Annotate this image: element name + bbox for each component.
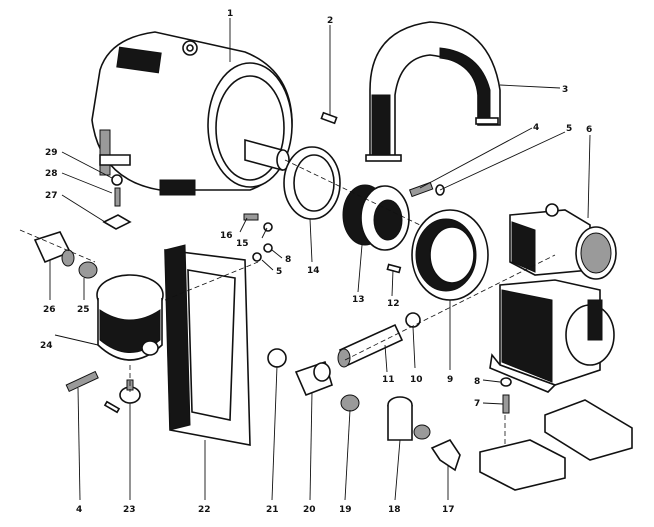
callout-17: 17 <box>442 505 455 515</box>
callout-8-lower: 8 <box>474 377 480 387</box>
callout-18: 18 <box>388 505 401 515</box>
bottom-bolt <box>65 370 99 393</box>
callout-3: 3 <box>562 85 568 95</box>
tee-fitting <box>294 360 333 397</box>
reducer <box>267 348 287 368</box>
callout-29: 29 <box>45 148 58 158</box>
callout-1: 1 <box>227 9 233 19</box>
key-pin <box>386 263 402 274</box>
callout-28: 28 <box>45 169 58 179</box>
pin <box>320 111 338 125</box>
callout-27: 27 <box>45 191 58 201</box>
lock-washer <box>263 222 273 232</box>
stud <box>114 187 121 207</box>
callout-20: 20 <box>303 505 316 515</box>
bolt <box>408 181 434 198</box>
pump-flange <box>411 209 489 301</box>
washer-small <box>252 252 262 262</box>
callout-13: 13 <box>352 295 365 305</box>
callout-25: 25 <box>77 305 90 315</box>
callout-4-upper: 4 <box>533 123 539 133</box>
callout-2: 2 <box>327 16 333 26</box>
nut-lower <box>500 377 512 387</box>
hex-nipple <box>340 394 360 412</box>
nipple <box>78 261 98 279</box>
o-ring <box>405 312 421 328</box>
callout-12: 12 <box>387 299 400 309</box>
nut <box>263 243 273 253</box>
screw <box>243 213 259 221</box>
callout-26: 26 <box>43 305 56 315</box>
callout-5-upper: 5 <box>566 124 572 134</box>
callout-10: 10 <box>410 375 423 385</box>
pump-body <box>489 203 617 393</box>
mounting-foot-right <box>544 399 633 461</box>
shaft-coupling <box>337 323 404 368</box>
callout-16: 16 <box>220 231 233 241</box>
support-frame <box>164 244 251 446</box>
callout-7: 7 <box>474 399 480 409</box>
callout-5-lower: 5 <box>276 267 282 277</box>
gasket <box>283 146 341 220</box>
callout-11: 11 <box>382 375 395 385</box>
alignment-line-shaft <box>344 254 556 361</box>
valve-body <box>387 396 431 441</box>
stud-lower <box>502 394 510 414</box>
callout-14: 14 <box>307 266 320 276</box>
mounting-foot-left <box>479 439 566 491</box>
callout-23: 23 <box>123 505 136 515</box>
callout-22: 22 <box>198 505 211 515</box>
elbow-fitting <box>33 231 75 267</box>
callout-15: 15 <box>236 239 249 249</box>
cap-nut <box>111 174 123 186</box>
callout-19: 19 <box>339 505 352 515</box>
impeller <box>342 184 410 251</box>
motor-cover <box>365 21 501 162</box>
callout-24: 24 <box>40 341 53 351</box>
elbow <box>430 438 461 472</box>
leader-lines <box>49 18 591 501</box>
alignment-line-frame <box>164 261 259 301</box>
callout-9: 9 <box>447 375 453 385</box>
callout-8-upper: 8 <box>285 255 291 265</box>
callout-21: 21 <box>266 505 279 515</box>
callout-labels: 1 2 3 4 5 6 5 8 7 4 8 9 10 11 12 13 14 1… <box>40 9 592 515</box>
callout-6: 6 <box>586 125 592 135</box>
filter-bowl <box>96 274 164 361</box>
alignment-line-motor <box>284 159 421 226</box>
motor <box>91 31 293 196</box>
drain-valve <box>103 379 141 414</box>
plate-washer <box>102 214 132 230</box>
callout-4-lower: 4 <box>76 505 82 515</box>
alignment-line-left <box>19 229 96 263</box>
